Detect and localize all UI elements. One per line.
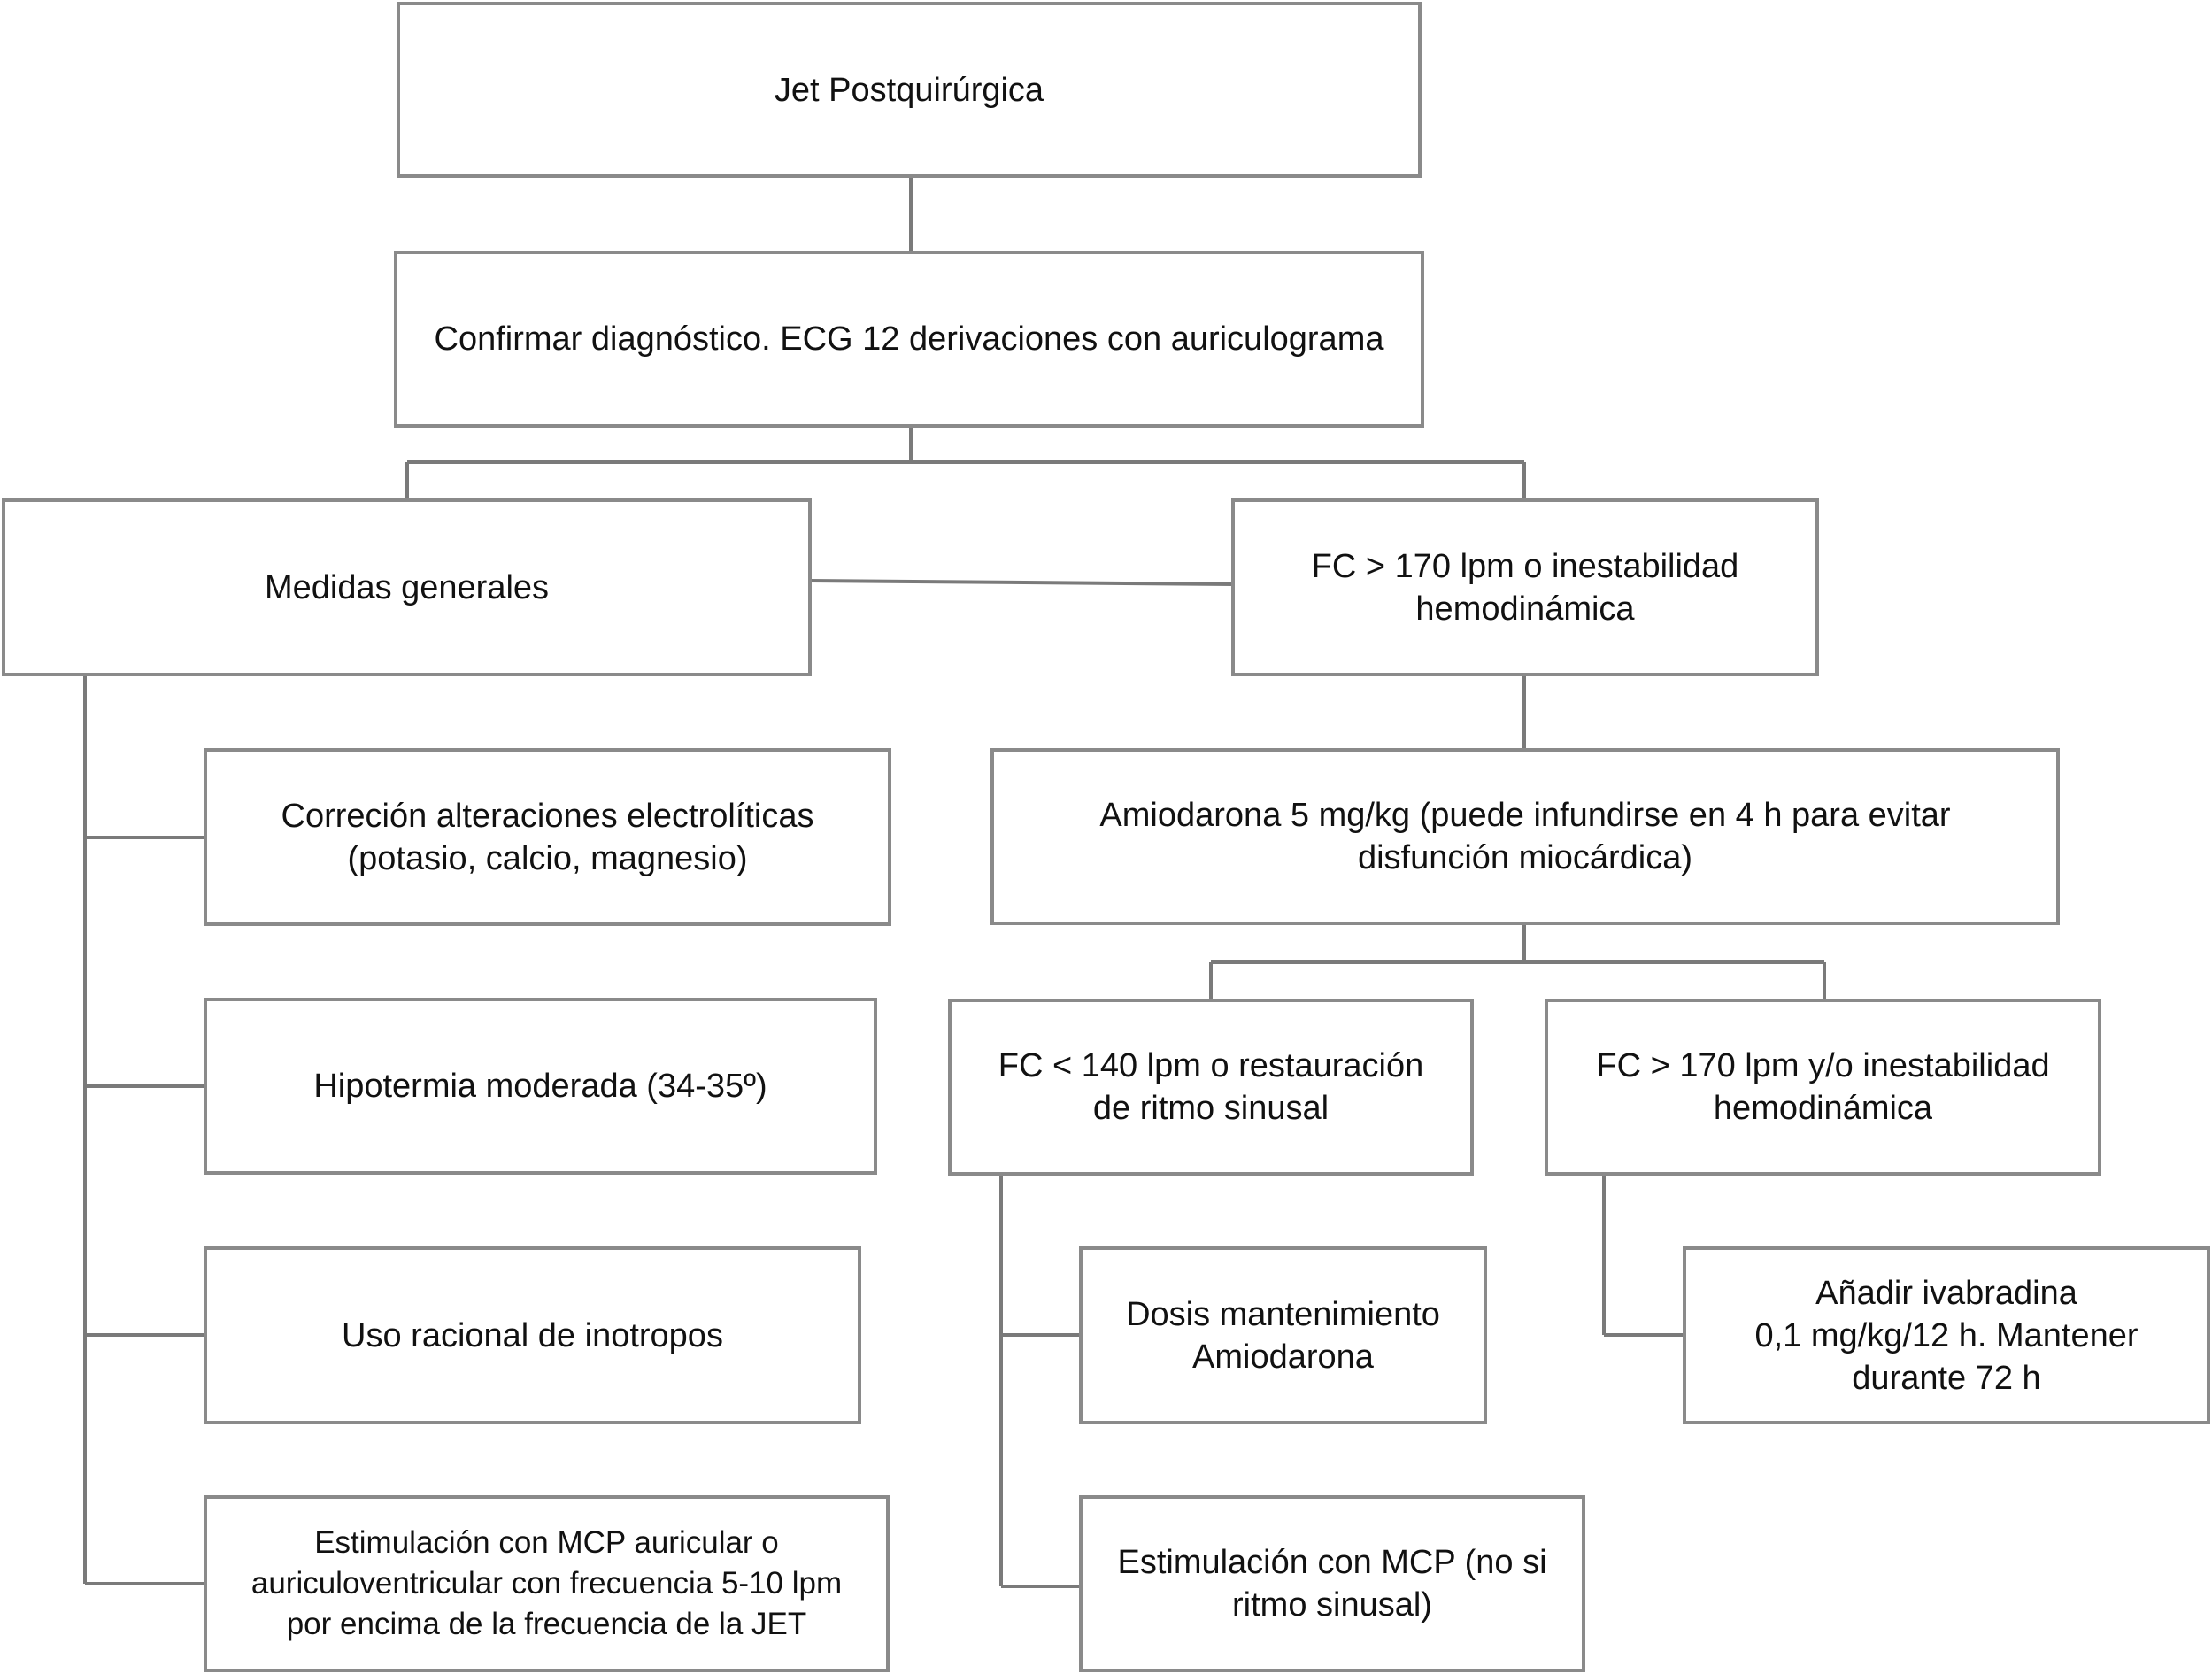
node-label: Uso racional de inotropos — [342, 1316, 723, 1354]
node-confirmar-diagnostico: Confirmar diagnóstico. ECG 12 derivacion… — [394, 251, 1424, 428]
node-inotropos: Uso racional de inotropos — [204, 1246, 861, 1424]
node-dosis-mantenimiento: Dosis mantenimiento Amiodarona — [1079, 1246, 1487, 1424]
node-label: Jet Postquirúrgica — [774, 71, 1044, 109]
node-fc-mayor-170-inestabilidad: FC > 170 lpm y/o inestabilidad hemodinám… — [1545, 999, 2101, 1176]
node-medidas-generales: Medidas generales — [2, 498, 812, 676]
node-fc-mayor-170: FC > 170 lpm o inestabilidad hemodinámic… — [1231, 498, 1819, 676]
node-label: Hipotermia moderada (34-35º) — [313, 1068, 767, 1105]
node-label: FC < 140 lpm o restauración de ritmo sin… — [998, 1047, 1424, 1127]
node-label: Dosis mantenimiento Amiodarona — [1126, 1295, 1440, 1376]
node-label: Correción alteraciones electrolíticas (p… — [281, 797, 814, 877]
node-label: Añadir ivabradina 0,1 mg/kg/12 h. Manten… — [1754, 1274, 2139, 1397]
node-label: FC > 170 lpm y/o inestabilidad hemodinám… — [1596, 1047, 2050, 1127]
node-ivabradina: Añadir ivabradina 0,1 mg/kg/12 h. Manten… — [1683, 1246, 2210, 1424]
node-estimulacion-mcp: Estimulación con MCP (no si ritmo sinusa… — [1079, 1495, 1585, 1672]
node-amiodarona: Amiodarona 5 mg/kg (puede infundirse en … — [990, 748, 2060, 925]
connector-line — [809, 579, 1234, 586]
node-label: Confirmar diagnóstico. ECG 12 derivacion… — [434, 320, 1384, 358]
node-fc-menor-140: FC < 140 lpm o restauración de ritmo sin… — [948, 999, 1474, 1176]
node-label: Estimulación con MCP (no si ritmo sinusa… — [1117, 1544, 1547, 1624]
node-label: Amiodarona 5 mg/kg (puede infundirse en … — [1099, 797, 1951, 876]
node-correccion-electrolitos: Correción alteraciones electrolíticas (p… — [204, 748, 891, 926]
node-hipotermia: Hipotermia moderada (34-35º) — [204, 998, 877, 1175]
node-jet-postquirurgica: Jet Postquirúrgica — [397, 2, 1422, 178]
node-label: Estimulación con MCP auricular o auricul… — [250, 1525, 843, 1641]
node-estimulacion-mcp-auricular: Estimulación con MCP auricular o auricul… — [204, 1495, 890, 1672]
node-label: Medidas generales — [264, 568, 550, 606]
node-label: FC > 170 lpm o inestabilidad hemodinámic… — [1311, 547, 1739, 628]
